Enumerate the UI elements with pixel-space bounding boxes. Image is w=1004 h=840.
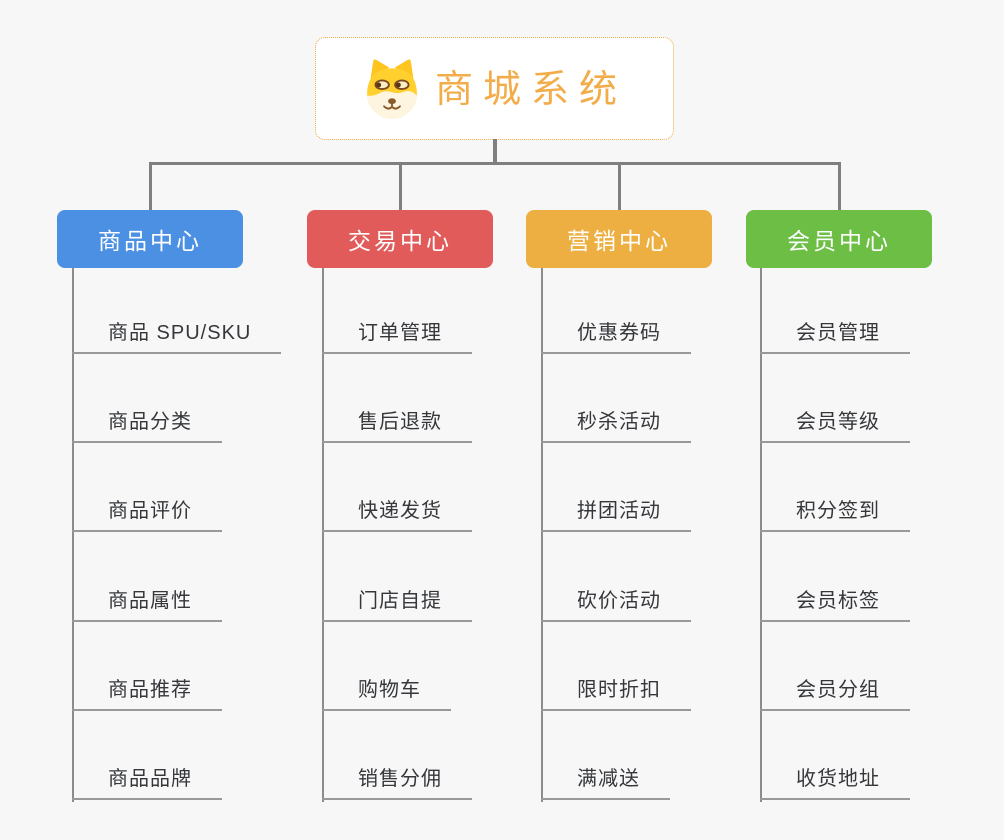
leaf-node[interactable]: 砍价活动 xyxy=(541,582,691,622)
dog-face-icon xyxy=(362,56,422,122)
leaf-node[interactable]: 秒杀活动 xyxy=(541,403,691,443)
leaf-node[interactable]: 商品推荐 xyxy=(72,671,222,711)
leaf-node[interactable]: 会员等级 xyxy=(760,403,910,443)
leaf-node[interactable]: 满减送 xyxy=(541,760,670,800)
leaf-node[interactable]: 拼团活动 xyxy=(541,492,691,532)
leaf-node[interactable]: 商品分类 xyxy=(72,403,222,443)
leaf-node[interactable]: 商品 SPU/SKU xyxy=(72,314,282,354)
branch-node-members[interactable]: 会员中心 xyxy=(746,210,932,268)
branch-drop-connector xyxy=(149,162,152,210)
branch-node-marketing[interactable]: 营销中心 xyxy=(526,210,712,268)
leaf-node[interactable]: 会员标签 xyxy=(760,582,910,622)
branch-node-trade[interactable]: 交易中心 xyxy=(307,210,493,268)
branch-trunk-connector xyxy=(72,268,74,802)
leaf-node[interactable]: 商品评价 xyxy=(72,492,222,532)
branch-trunk-connector xyxy=(541,268,543,802)
leaf-node[interactable]: 限时折扣 xyxy=(541,671,691,711)
leaf-node[interactable]: 销售分佣 xyxy=(322,760,472,800)
leaf-node[interactable]: 商品属性 xyxy=(72,582,222,622)
branch-drop-connector xyxy=(838,162,841,210)
root-title: 商城系统 xyxy=(434,68,627,111)
branch-trunk-connector xyxy=(760,268,762,802)
leaf-node[interactable]: 收货地址 xyxy=(760,760,910,800)
leaf-node[interactable]: 商品品牌 xyxy=(72,760,222,800)
branch-drop-connector xyxy=(618,162,621,210)
leaf-node[interactable]: 售后退款 xyxy=(322,403,472,443)
leaf-node[interactable]: 积分签到 xyxy=(760,492,910,532)
branch-trunk-connector xyxy=(322,268,324,802)
branch-drop-connector xyxy=(399,162,402,210)
leaf-node[interactable]: 购物车 xyxy=(322,671,451,711)
leaf-node[interactable]: 门店自提 xyxy=(322,582,472,622)
branch-node-products[interactable]: 商品中心 xyxy=(57,210,243,268)
leaf-node[interactable]: 优惠券码 xyxy=(541,314,691,354)
leaf-node[interactable]: 会员分组 xyxy=(760,671,910,711)
leaf-node[interactable]: 订单管理 xyxy=(322,314,472,354)
leaf-node[interactable]: 快递发货 xyxy=(322,492,472,532)
leaf-node[interactable]: 会员管理 xyxy=(760,314,910,354)
root-node[interactable]: 商城系统 xyxy=(315,37,674,140)
root-stem-connector xyxy=(493,139,497,163)
branch-bus-connector xyxy=(149,162,840,165)
